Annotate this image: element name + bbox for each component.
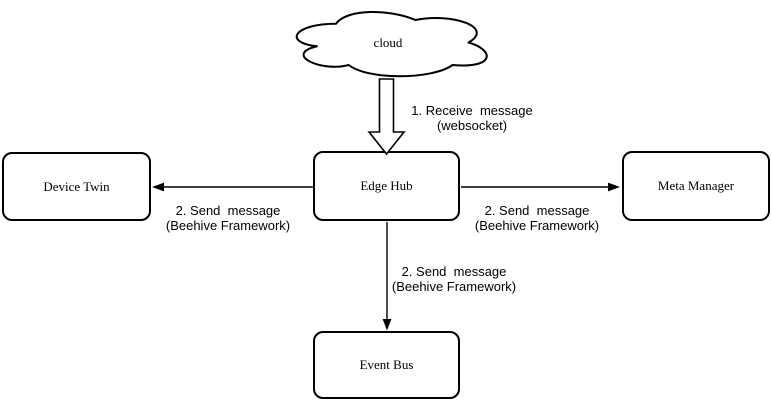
edge-label-receive-message: 1. Receive message (websocket) [411,103,533,133]
node-meta-manager-label: Meta Manager [657,178,735,193]
node-meta-manager: Meta Manager [622,151,770,221]
node-edge-hub-label: Edge Hub [360,178,413,193]
arrowhead-metamanager [608,182,620,192]
node-event-bus: Event Bus [313,331,460,399]
edge-label-send-device-twin: 2. Send message (Beehive Framework) [165,203,291,233]
arrowhead-devicetwin [152,182,164,192]
node-device-twin: Device Twin [2,152,151,221]
arrowhead-eventbus [382,319,392,331]
node-event-bus-label: Event Bus [359,357,414,372]
cloud-node-label: cloud [373,35,403,50]
node-edge-hub: Edge Hub [313,151,460,221]
node-device-twin-label: Device Twin [43,178,110,194]
edge-label-send-meta-manager: 2. Send message (Beehive Framework) [474,203,600,233]
edge-label-send-event-bus: 2. Send message (Beehive Framework) [391,264,517,294]
